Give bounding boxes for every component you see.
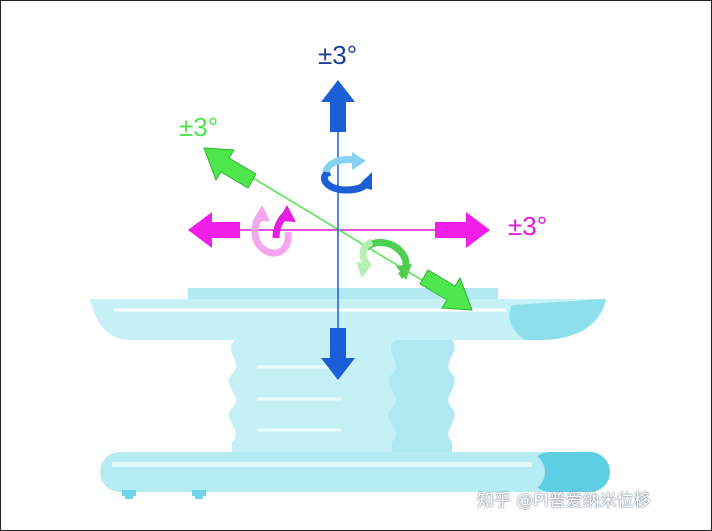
horizontal-axis (188, 205, 490, 257)
diagonal-rotation-label: ±3° (179, 112, 219, 142)
rotation-x-icon (251, 205, 296, 257)
rotation-z-icon (321, 152, 372, 194)
right-arrow-icon (435, 212, 490, 248)
vertical-axis (321, 80, 372, 380)
base-rail (100, 452, 610, 499)
bellows (228, 340, 455, 452)
diagonal-down-arrow-icon (419, 269, 473, 311)
down-arrow-icon (321, 328, 355, 380)
up-arrow-icon (321, 80, 355, 132)
rotation-y-icon (356, 238, 412, 280)
horizontal-rotation-label: ±3° (508, 211, 548, 241)
vertical-rotation-label: ±3° (318, 40, 358, 70)
diagonal-up-arrow-icon (203, 147, 257, 189)
diagonal-axis (203, 147, 473, 311)
left-arrow-icon (188, 212, 240, 248)
platform (90, 288, 606, 340)
watermark: 知乎 @PI普爱纳米位移 (477, 491, 651, 511)
